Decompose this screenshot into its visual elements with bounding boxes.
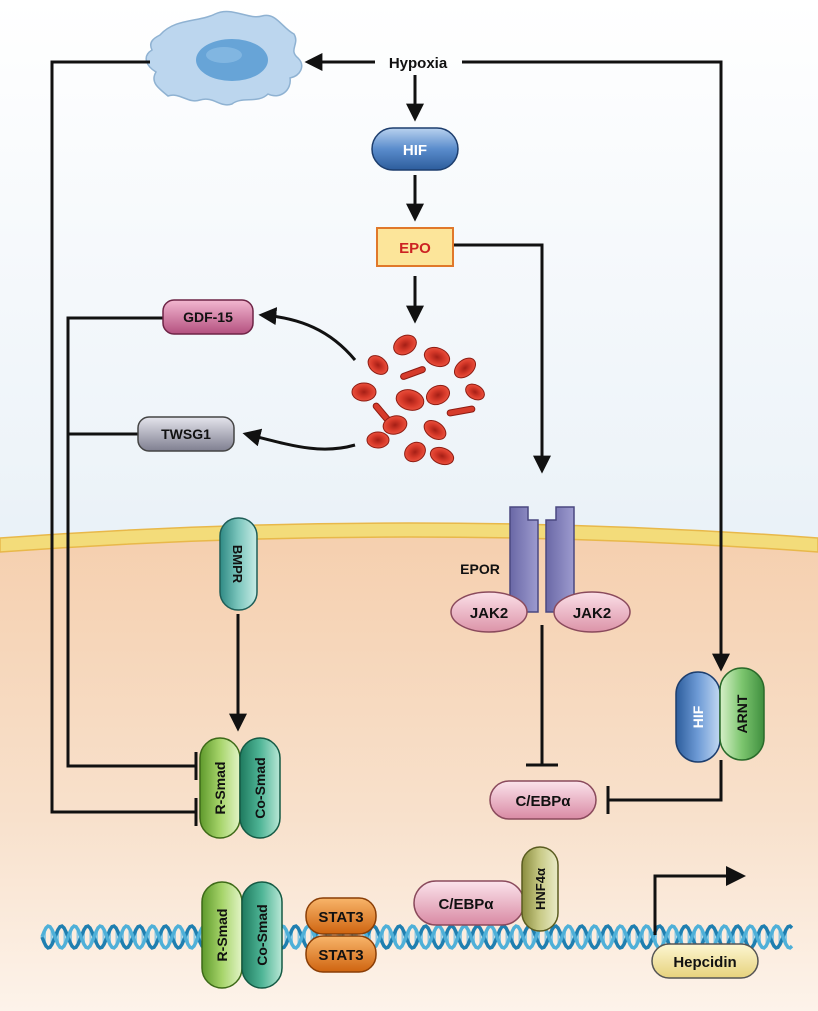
dna-helix-icon (40, 924, 794, 950)
hypoxia-label: Hypoxia (389, 55, 448, 72)
red-blood-cells-icon (351, 334, 485, 466)
cytoplasm-region (0, 530, 818, 1011)
gdf15-node: GDF-15 (162, 299, 254, 335)
hif-node: HIF (371, 127, 459, 171)
rsmad-lower-label: R-Smad (214, 909, 230, 962)
hnf4a-node: HNF4α (521, 846, 559, 932)
cebpa-lower-label: C/EBPα (438, 896, 494, 913)
stat3-top-label: STAT3 (318, 909, 363, 926)
epor-receptor: EPOR (460, 506, 575, 613)
hif-arnt-complex: HIF ARNT (675, 667, 765, 763)
cebpa-lower-node: C/EBPα (413, 880, 525, 926)
twsg1-label: TWSG1 (161, 426, 211, 442)
twsg1-node: TWSG1 (137, 416, 235, 452)
hepcidin-label: Hepcidin (673, 954, 736, 971)
rsmad-upper-label: R-Smad (212, 762, 228, 815)
smad-complex-lower: R-Smad Co-Smad (201, 881, 283, 989)
stat3-bottom-node: STAT3 (305, 935, 377, 973)
epo-label: EPO (399, 240, 431, 257)
jak2-left-node: JAK2 (450, 591, 528, 633)
hif-complex-label: HIF (690, 705, 706, 728)
bmpr-label: BMPR (230, 545, 245, 584)
jak2-left-label: JAK2 (470, 605, 508, 622)
arnt-label: ARNT (734, 694, 750, 733)
epor-label: EPOR (460, 561, 500, 577)
pathway-connectors (50, 53, 730, 826)
bmpr-node: BMPR (219, 517, 258, 611)
stat3-bottom-label: STAT3 (318, 947, 363, 964)
cosmad-lower-label: Co-Smad (254, 904, 270, 965)
gdf15-label: GDF-15 (183, 309, 233, 325)
jak2-right-node: JAK2 (553, 591, 631, 633)
smad-complex-upper: R-Smad Co-Smad (199, 737, 281, 839)
jak2-right-label: JAK2 (573, 605, 611, 622)
cosmad-upper-label: Co-Smad (252, 757, 268, 818)
cebpa-upper-node: C/EBPα (489, 780, 597, 820)
hepcidin-node: Hepcidin (651, 943, 759, 979)
cebpa-upper-label: C/EBPα (515, 793, 571, 810)
stat3-top-node: STAT3 (305, 897, 377, 935)
transcription-start-arrow-icon (653, 866, 746, 935)
hnf4a-label: HNF4α (533, 868, 548, 910)
hypoxic-cell-icon (145, 10, 303, 106)
epo-node: EPO (376, 227, 454, 267)
hif-label: HIF (403, 142, 427, 159)
